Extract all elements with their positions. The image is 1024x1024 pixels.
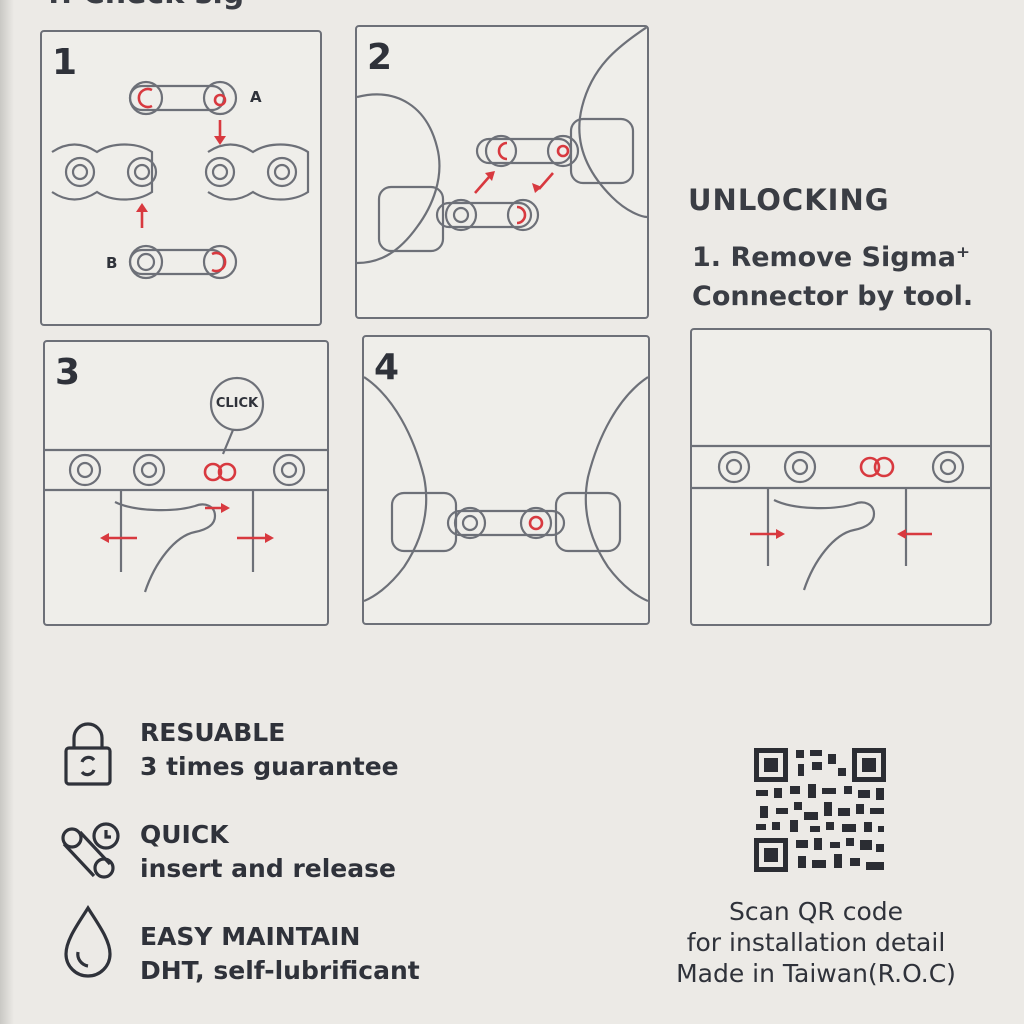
- click-bubble-label: CLICK: [215, 396, 259, 411]
- made-in-label: Made in Taiwan(R.O.C): [676, 959, 956, 988]
- feature-quick: QUICK insert and release: [58, 820, 478, 890]
- feature-title: RESUABLE: [140, 718, 286, 747]
- pin-label-b: B: [106, 254, 118, 272]
- feature-reusable: RESUABLE 3 times guarantee: [58, 718, 478, 788]
- step-3-illustration: [45, 376, 327, 593]
- pin-label-a: A: [250, 88, 262, 106]
- step-number: 2: [367, 37, 393, 78]
- step-2-panel: 2: [355, 25, 649, 319]
- step-4-illustration: [364, 376, 648, 603]
- qr-caption-line-1: Scan QR code: [728, 897, 903, 926]
- unlocking-title: UNLOCKING: [688, 183, 890, 217]
- step-1-panel: 1 A B: [40, 30, 322, 326]
- step-1-illustration: [51, 80, 310, 280]
- step-number: 3: [55, 352, 81, 393]
- qr-caption: Scan QR code for installation detail Mad…: [646, 896, 986, 989]
- lock-icon: [64, 722, 112, 786]
- feature-title: EASY MAINTAIN: [140, 922, 361, 951]
- cut-off-heading: 4. Check sig: [40, 0, 244, 11]
- feature-easy-maintain: EASY MAINTAIN DHT, self-lubrificant: [58, 904, 478, 992]
- feature-desc: DHT, self-lubrificant: [140, 956, 420, 985]
- droplet-icon: [64, 904, 112, 978]
- feature-desc: insert and release: [140, 854, 396, 883]
- unlock-step-1: 1. Remove Sigma⁺ Connector by tool.: [692, 242, 974, 312]
- qr-code: [754, 748, 886, 872]
- chain-link-clock-icon: [61, 822, 120, 879]
- unlock-panel: [690, 328, 992, 626]
- feature-title: QUICK: [140, 820, 229, 849]
- step-number: 1: [52, 42, 78, 83]
- step-number: 4: [374, 347, 400, 388]
- step-2-illustration: [357, 27, 647, 265]
- feature-desc: 3 times guarantee: [140, 752, 399, 781]
- step-4-panel: 4: [362, 335, 650, 625]
- unlock-illustration: [692, 444, 990, 591]
- step-3-panel: 3 CLICK: [43, 340, 329, 626]
- qr-caption-line-2: for installation detail: [686, 928, 946, 957]
- page-edge-shadow: [0, 0, 14, 1024]
